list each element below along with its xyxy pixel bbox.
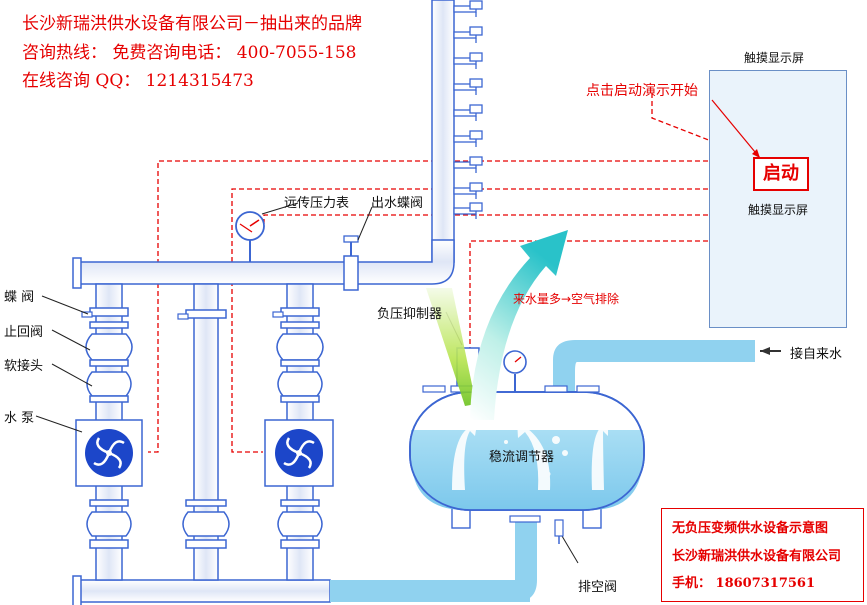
- label-soft-joint: 软接头: [4, 359, 44, 374]
- label-pump: 水 泵: [4, 411, 35, 426]
- city-water-pipe: [553, 340, 781, 395]
- demo-hint: 点击启动演示开始: [586, 83, 698, 99]
- air-out-arrow: [470, 230, 568, 420]
- inlet-header-pipe: [72, 518, 537, 605]
- label-outlet-valve: 出水蝶阀: [371, 196, 424, 211]
- info-company: 长沙新瑞洪供水设备有限公司: [672, 549, 842, 564]
- buffer-tank: [409, 347, 645, 544]
- label-remote-gauge: 远传压力表: [284, 196, 350, 211]
- touch-screen-panel: [709, 70, 847, 328]
- label-drain-valve: 排空阀: [578, 580, 618, 595]
- pump-set-right: [264, 283, 334, 581]
- start-button[interactable]: 启动: [753, 157, 809, 191]
- label-check-valve: 止回阀: [4, 325, 44, 340]
- outlet-header-pipe: [72, 211, 455, 291]
- suppressor-flow: [426, 288, 476, 406]
- label-suppressor: 负压抑制器: [377, 307, 443, 322]
- info-title: 无负压变频供水设备示意图: [672, 521, 829, 536]
- pump-set-left: [75, 283, 143, 581]
- label-air-note: 来水量多→空气排除: [513, 292, 620, 306]
- info-box: 无负压变频供水设备示意图 长沙新瑞洪供水设备有限公司 手机： 186073175…: [661, 508, 864, 602]
- screen-bottom-label: 触摸显示屏: [748, 203, 809, 217]
- label-tank: 稳流调节器: [489, 450, 555, 465]
- screen-title: 触摸显示屏: [744, 51, 805, 65]
- header-line-3: 在线咨询 QQ： 1214315473: [22, 71, 254, 91]
- riser-pipe: [431, 0, 483, 263]
- label-butterfly-valve: 蝶 阀: [4, 290, 35, 305]
- info-phone: 手机： 18607317561: [672, 576, 816, 591]
- bypass-pipe: [177, 283, 230, 581]
- header-line-2: 咨询热线： 免费咨询电话： 400-7055-158: [22, 43, 357, 63]
- header-line-1: 长沙新瑞洪供水设备有限公司－抽出来的品牌: [22, 14, 362, 34]
- label-inlet: 接自来水: [790, 347, 843, 362]
